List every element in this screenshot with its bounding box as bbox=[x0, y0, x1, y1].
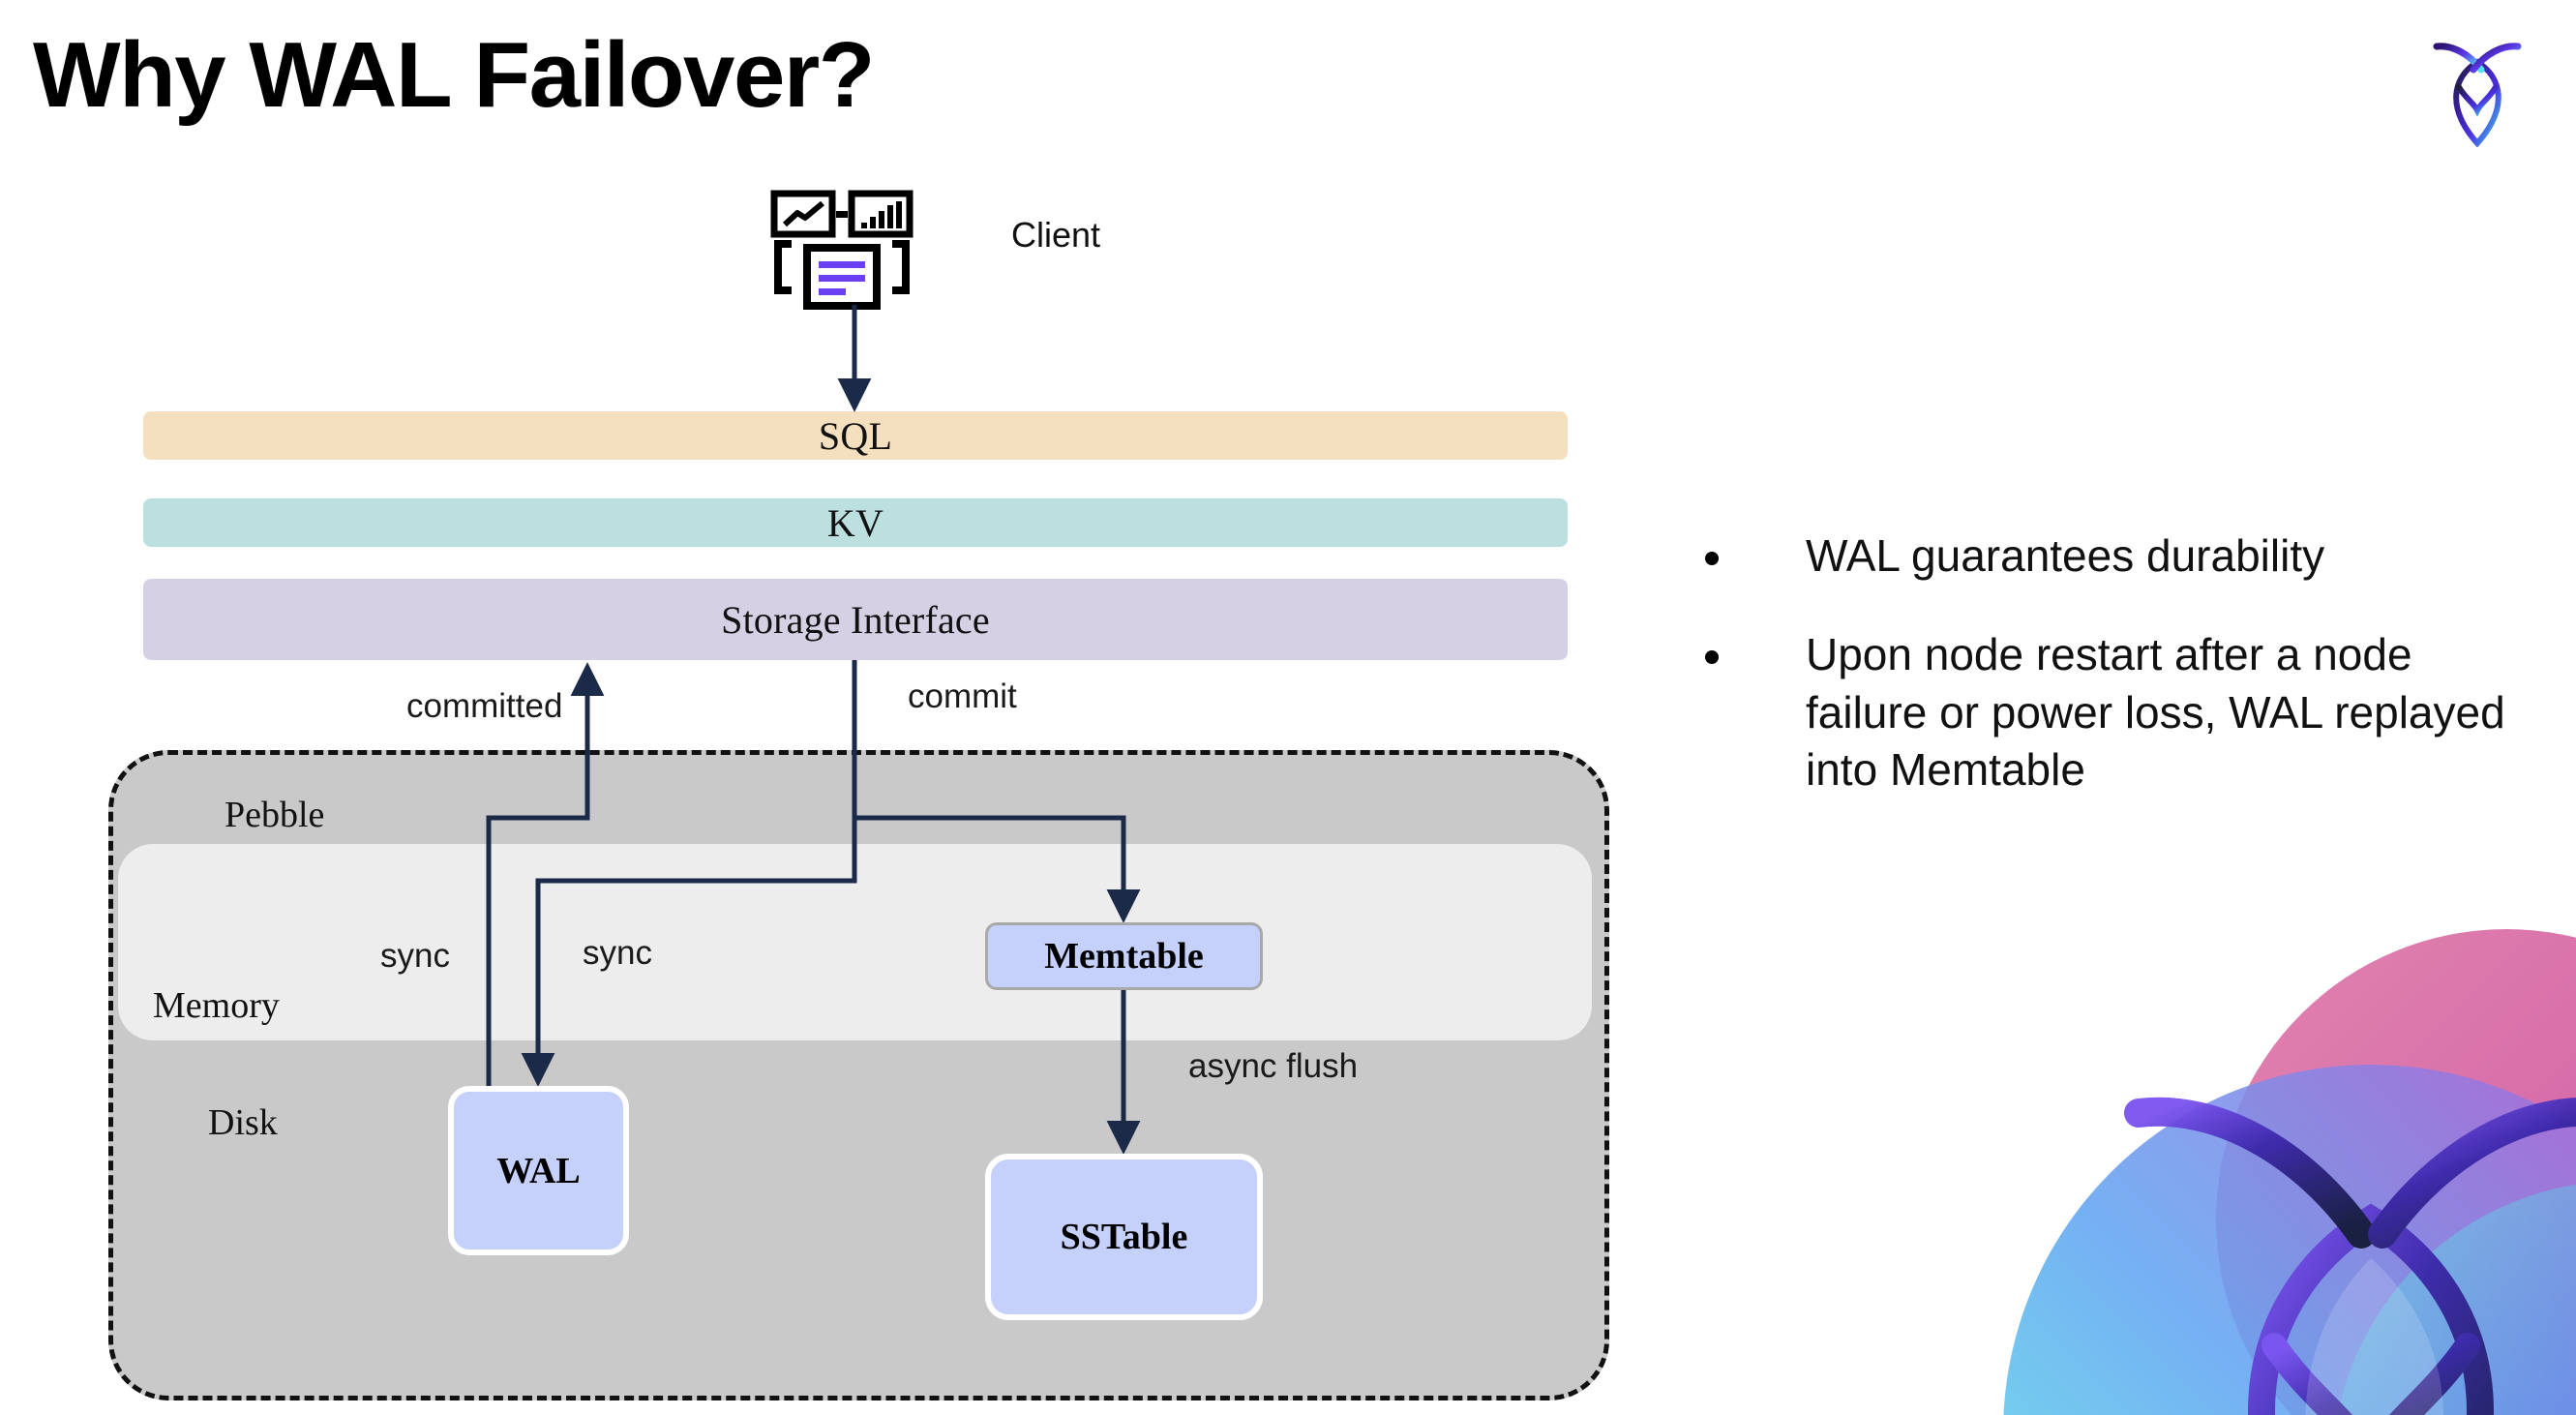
layer-bar-storage-interface-label: Storage Interface bbox=[721, 597, 990, 642]
bullet-text: WAL guarantees durability bbox=[1806, 530, 2325, 581]
edge-label-sync-right: sync bbox=[583, 934, 652, 972]
wal-node: WAL bbox=[448, 1086, 629, 1255]
edge-label-sync-left: sync bbox=[380, 937, 450, 975]
bullet-text: Upon node restart after a node failure o… bbox=[1806, 628, 2505, 796]
edge-label-async-flush: async flush bbox=[1188, 1047, 1359, 1085]
edge-label-commit: commit bbox=[908, 677, 1017, 715]
list-item: WAL guarantees durability bbox=[1705, 527, 2518, 586]
memory-region bbox=[118, 844, 1592, 1040]
layer-bar-kv-label: KV bbox=[826, 500, 884, 545]
client-label: Client bbox=[1011, 215, 1101, 255]
wal-label: WAL bbox=[496, 1150, 581, 1191]
memtable-node: Memtable bbox=[985, 922, 1263, 990]
layer-bar-kv: KV bbox=[143, 498, 1568, 547]
cockroachdb-logo bbox=[2433, 43, 2522, 148]
list-item: Upon node restart after a node failure o… bbox=[1705, 626, 2518, 799]
bullet-dot-icon bbox=[1705, 552, 1719, 565]
memtable-label: Memtable bbox=[1044, 936, 1204, 977]
cockroachdb-watermark bbox=[2003, 929, 2576, 1415]
layer-bar-sql: SQL bbox=[143, 411, 1568, 460]
sstable-node: SSTable bbox=[985, 1154, 1263, 1320]
bullet-list: WAL guarantees durability Upon node rest… bbox=[1705, 527, 2518, 840]
disk-label: Disk bbox=[208, 1102, 278, 1143]
sstable-label: SSTable bbox=[1060, 1217, 1188, 1257]
edge-label-committed: committed bbox=[406, 687, 563, 725]
layer-bar-sql-label: SQL bbox=[818, 413, 893, 458]
layer-bar-storage-interface: Storage Interface bbox=[143, 579, 1568, 660]
bullet-dot-icon bbox=[1705, 649, 1719, 664]
client-dashboard-icon bbox=[770, 190, 914, 310]
page-title: Why WAL Failover? bbox=[33, 23, 875, 127]
memory-label: Memory bbox=[153, 985, 280, 1026]
pebble-label: Pebble bbox=[225, 795, 325, 835]
